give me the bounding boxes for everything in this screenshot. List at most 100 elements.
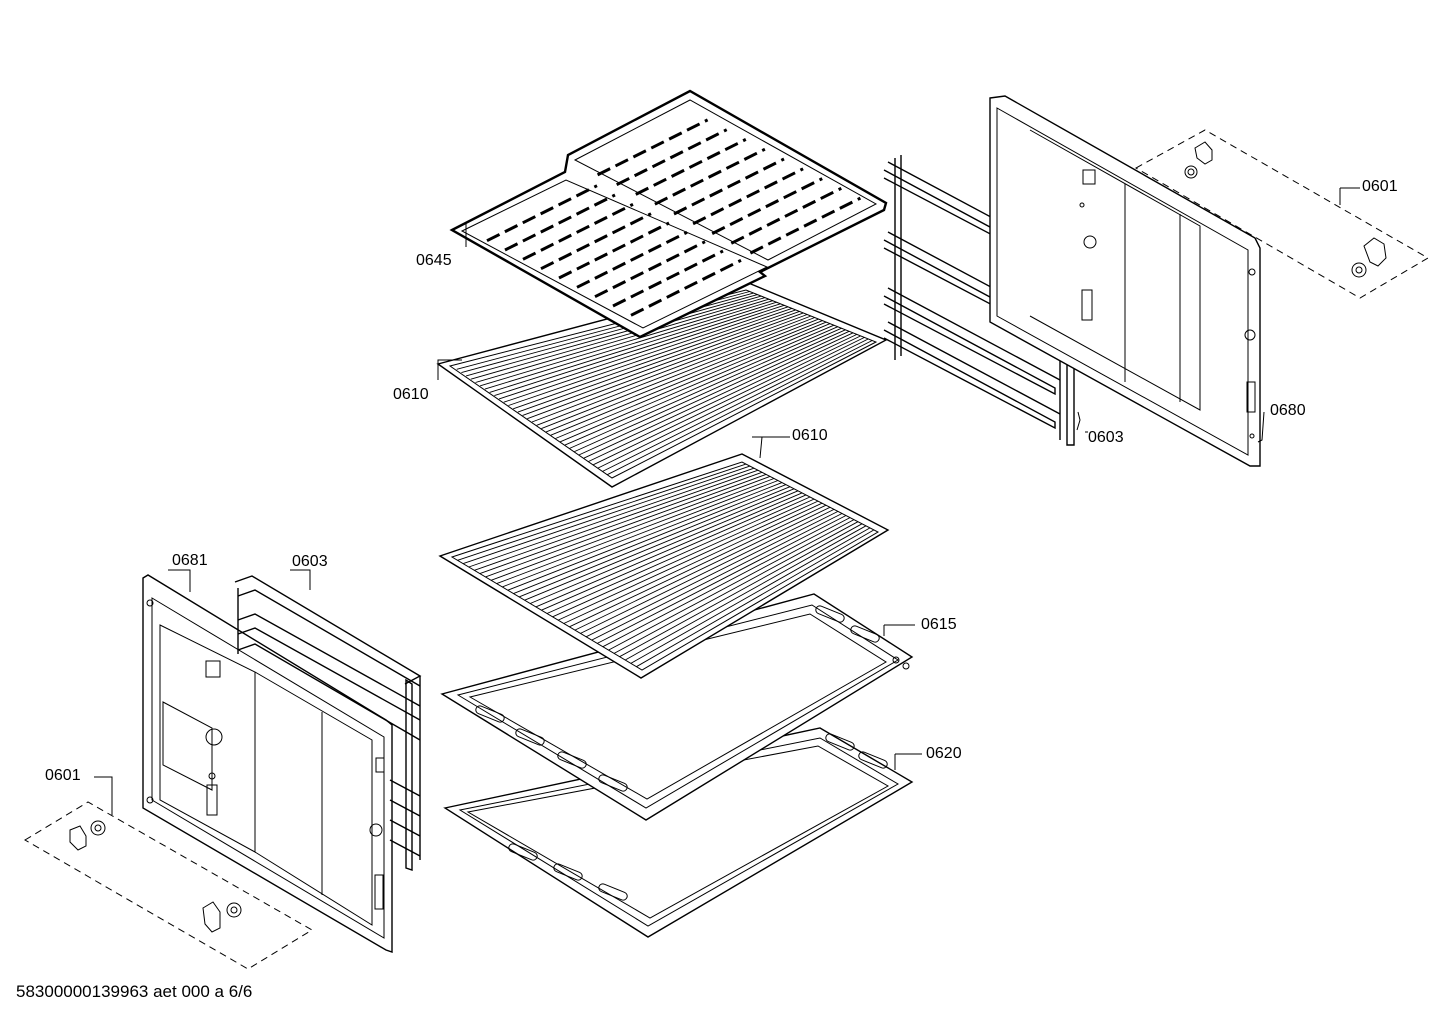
rack-wire xyxy=(563,502,823,624)
rack-wire xyxy=(597,515,847,644)
callout-tray-insert: 0645 xyxy=(416,252,452,269)
rack-wire xyxy=(470,295,762,380)
rack-wire xyxy=(574,506,831,631)
insert-slot xyxy=(596,118,709,177)
insert-slot xyxy=(654,147,766,206)
rack-wire xyxy=(558,500,819,621)
rack-wire xyxy=(517,310,800,413)
rack-wire xyxy=(569,504,827,628)
insert-slot xyxy=(540,212,652,271)
insert-slot xyxy=(576,230,688,289)
insert-slot xyxy=(558,221,670,280)
side-rail-left-drawing xyxy=(234,575,422,871)
rack-wire xyxy=(602,517,851,648)
rack-wire xyxy=(502,480,779,588)
rack-wire xyxy=(607,340,873,476)
rack-wire xyxy=(530,490,799,604)
rack-wire xyxy=(624,525,867,661)
rack-wire xyxy=(485,473,767,578)
insert-slot xyxy=(630,258,742,317)
insert-slot xyxy=(692,167,804,226)
rack-wire xyxy=(636,529,875,668)
rack-wire xyxy=(613,521,859,654)
rack-wire xyxy=(535,492,803,608)
callout-side-panel-right: 0680 xyxy=(1270,402,1306,419)
rack-wire xyxy=(457,463,747,561)
rack-wire xyxy=(489,301,777,393)
rack-wire xyxy=(513,309,796,410)
insert-slot xyxy=(504,193,616,252)
rack-wire xyxy=(545,320,823,433)
rack-wire xyxy=(588,333,858,462)
rack-wire xyxy=(552,498,815,618)
rack-wire xyxy=(518,486,791,598)
rack-wire xyxy=(465,294,758,377)
rack-wire xyxy=(527,314,808,420)
rack-wire xyxy=(619,523,863,658)
side-rail-right-drawing xyxy=(883,155,1075,446)
insert-slot xyxy=(635,138,747,196)
rack-wire xyxy=(580,508,835,634)
rack-wire xyxy=(522,312,804,416)
fixing-kit-left-drawing xyxy=(24,801,313,970)
insert-slot xyxy=(711,177,823,235)
insert-slot xyxy=(612,249,724,308)
rack-wire xyxy=(560,324,835,443)
insert-slot xyxy=(673,157,785,216)
rack-wire xyxy=(513,484,787,595)
insert-slot xyxy=(749,196,862,255)
leader-lines xyxy=(94,187,1360,815)
rack-wire xyxy=(498,304,785,400)
callout-baking-tray: 0615 xyxy=(921,616,957,633)
callout-wire-rack-top: 0610 xyxy=(393,386,429,403)
side-panel-right-drawing xyxy=(989,95,1261,467)
rack-wire xyxy=(569,327,842,449)
rack-wire xyxy=(608,519,855,651)
rack-wire xyxy=(630,527,871,664)
rack-wire xyxy=(591,513,843,641)
rack-wire xyxy=(564,326,838,446)
rack-wire xyxy=(524,488,795,601)
wire-rack-middle-drawing xyxy=(438,453,890,679)
rack-wire xyxy=(597,336,865,469)
rack-wire xyxy=(480,298,770,387)
tray-insert-drawing xyxy=(449,89,888,339)
rack-wire xyxy=(578,330,850,456)
rack-wire xyxy=(583,332,854,459)
rack-wire xyxy=(555,323,831,439)
callout-side-rail-left: 0603 xyxy=(292,553,328,570)
rack-wire xyxy=(593,335,861,466)
document-reference: 58300000139963 aet 000 a 6/6 xyxy=(16,982,253,1001)
insert-slot xyxy=(522,202,634,261)
rack-wire xyxy=(494,303,781,397)
insert-slot xyxy=(730,186,842,245)
rack-wire xyxy=(531,315,812,423)
rack-wire xyxy=(475,297,766,383)
rack-wire xyxy=(503,306,789,403)
callout-side-panel-left: 0681 xyxy=(172,552,208,569)
rack-wire xyxy=(541,318,819,430)
insert-slot xyxy=(486,184,598,243)
callout-fixing-kit-right: 0601 xyxy=(1362,178,1398,195)
insert-slot xyxy=(616,128,728,187)
callout-fixing-kit-left: 0601 xyxy=(45,767,81,784)
rack-wire xyxy=(508,307,793,406)
callout-wire-rack-middle: 0610 xyxy=(792,427,828,444)
rack-wire xyxy=(496,478,775,585)
callout-deep-pan: 0620 xyxy=(926,745,962,762)
rack-wire xyxy=(484,300,773,390)
rack-wire xyxy=(507,482,783,591)
rack-wire xyxy=(602,338,869,472)
rack-wire xyxy=(541,494,807,611)
wire-rack-top-drawing xyxy=(436,281,888,488)
rack-wire xyxy=(490,475,771,581)
rack-wire xyxy=(463,465,751,565)
rack-wire xyxy=(546,496,811,614)
rack-wire xyxy=(468,467,755,568)
callout-side-rail-right: 0603 xyxy=(1088,429,1124,446)
rack-wire xyxy=(550,321,827,436)
insert-slot xyxy=(594,240,706,299)
rack-wire xyxy=(574,329,846,453)
rack-wire xyxy=(585,510,839,638)
